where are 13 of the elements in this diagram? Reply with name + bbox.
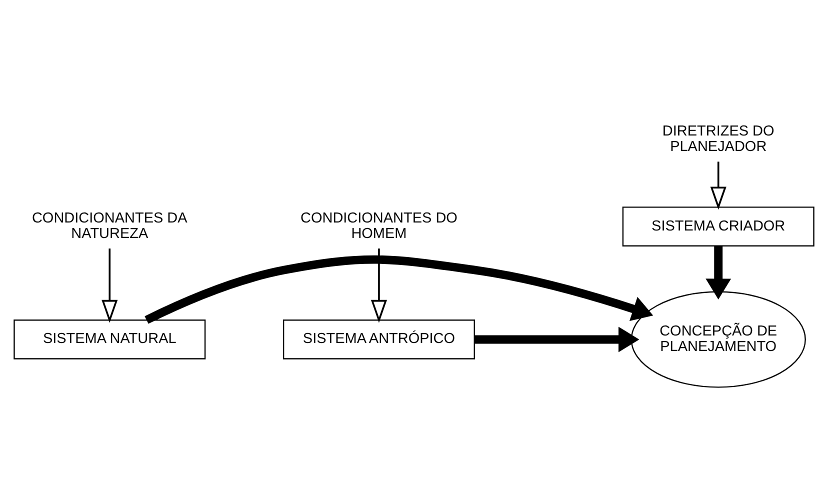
node-box: SISTEMA NATURAL	[14, 319, 206, 359]
arrow	[144, 254, 654, 324]
node-box: SISTEMA CRIADOR	[622, 206, 814, 246]
arrow	[710, 161, 726, 210]
arrow	[474, 326, 640, 352]
node-ellipse: CONCEPÇÃO DE PLANEJAMENTO	[630, 290, 806, 388]
node-box: SISTEMA ANTRÓPICO	[282, 319, 475, 359]
node-text: CONDICIONANTES DA NATUREZA	[32, 210, 188, 242]
arrow	[102, 248, 118, 322]
node-text: DIRETRIZES DO PLANEJADOR	[662, 122, 774, 155]
arrow	[370, 248, 388, 322]
arrow	[706, 246, 732, 299]
node-text: CONDICIONANTES DO HOMEM	[300, 210, 458, 242]
